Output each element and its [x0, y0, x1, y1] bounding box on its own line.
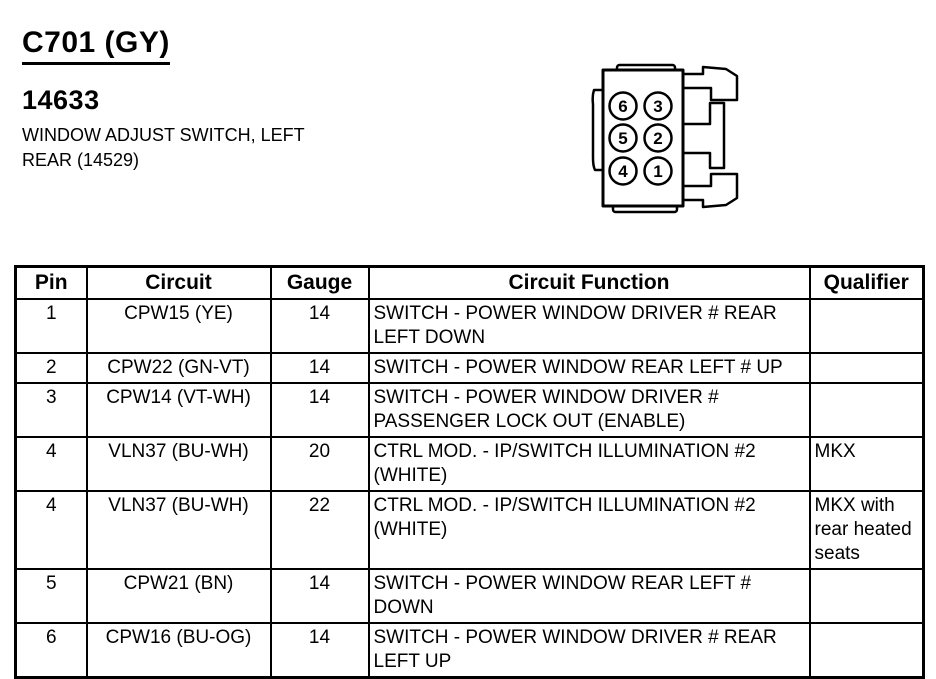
qualifier-cell: [808, 567, 925, 624]
circuit-function-cell: SWITCH - POWER WINDOW REAR LEFT # DOWN: [367, 567, 811, 624]
circuit-function-cell: SWITCH - POWER WINDOW DRIVER # REAR LEFT…: [367, 621, 811, 678]
circuit-cell: CPW21 (BN): [85, 567, 272, 624]
table-row: 1 CPW15 (YE) 14 SWITCH - POWER WINDOW DR…: [14, 297, 925, 354]
qualifier-cell: [808, 297, 925, 354]
circuit-function-cell: CTRL MOD. - IP/SWITCH ILLUMINATION #2 (W…: [367, 435, 811, 492]
pin-number-2: 2: [653, 129, 662, 148]
connector-latch-center: [681, 101, 726, 170]
circuit-function-cell: CTRL MOD. - IP/SWITCH ILLUMINATION #2 (W…: [367, 489, 811, 570]
pin-cell: 5: [14, 567, 88, 624]
qualifier-cell: [808, 351, 925, 384]
connector-rear-strip: [591, 88, 605, 172]
pin-cavity-5: [608, 123, 638, 153]
gauge-cell: 14: [269, 297, 370, 354]
table-row: 3 CPW14 (VT-WH) 14 SWITCH - POWER WINDOW…: [14, 381, 925, 438]
gauge-cell: 14: [269, 567, 370, 624]
circuit-cell: VLN37 (BU-WH): [85, 435, 272, 492]
pin-number-4: 4: [618, 162, 628, 181]
column-header-gauge: Gauge: [269, 265, 370, 300]
pin-cavity-2: [643, 123, 673, 153]
circuit-cell: VLN37 (BU-WH): [85, 489, 272, 570]
table-header-row: Pin Circuit Gauge Circuit Function Quali…: [14, 265, 925, 300]
gauge-cell: 14: [269, 621, 370, 678]
table-row: 6 CPW16 (BU-OG) 14 SWITCH - POWER WINDOW…: [14, 621, 925, 678]
gauge-cell: 22: [269, 489, 370, 570]
pin-number-5: 5: [618, 129, 627, 148]
pin-number-1: 1: [653, 162, 662, 181]
gauge-cell: 14: [269, 351, 370, 384]
connector-face-diagram: 6 3 5 2 4 1: [591, 63, 739, 214]
pin-cavity-3: [643, 91, 673, 121]
pin-cavity-6: [608, 91, 638, 121]
circuit-function-cell: SWITCH - POWER WINDOW DRIVER # PASSENGER…: [367, 381, 811, 438]
connector-description: WINDOW ADJUST SWITCH, LEFT REAR (14529): [22, 125, 305, 170]
column-header-qualifier: Qualifier: [808, 265, 925, 300]
connector-latch-bottom: [681, 172, 739, 209]
pin-cell: 1: [14, 297, 88, 354]
qualifier-cell: MKX with rear heated seats: [808, 489, 925, 570]
page-header: C701 (GY) 14633 WINDOW ADJUST SWITCH, LE…: [22, 26, 305, 173]
part-number: 14633: [22, 85, 100, 115]
pinout-table: Pin Circuit Gauge Circuit Function Quali…: [14, 265, 925, 679]
qualifier-cell: MKX: [808, 435, 925, 492]
circuit-cell: CPW16 (BU-OG): [85, 621, 272, 678]
circuit-function-cell: SWITCH - POWER WINDOW DRIVER # REAR LEFT…: [367, 297, 811, 354]
connector-id-title: C701 (GY): [22, 26, 305, 65]
table-row: 2 CPW22 (GN-VT) 14 SWITCH - POWER WINDOW…: [14, 351, 925, 384]
gauge-cell: 14: [269, 381, 370, 438]
circuit-cell: CPW14 (VT-WH): [85, 381, 272, 438]
pin-cell: 2: [14, 351, 88, 384]
connector-id: C701 (GY): [22, 26, 170, 65]
pin-cell: 3: [14, 381, 88, 438]
column-header-circuit: Circuit: [85, 265, 272, 300]
column-header-pin: Pin: [14, 265, 88, 300]
pin-cell: 4: [14, 435, 88, 492]
pin-cell: 4: [14, 489, 88, 570]
connector-latch-top: [681, 65, 739, 102]
circuit-function-cell: SWITCH - POWER WINDOW REAR LEFT # UP: [367, 351, 811, 384]
pin-cavity-1: [643, 156, 673, 186]
pin-number-3: 3: [653, 97, 662, 116]
table-row: 4 VLN37 (BU-WH) 22 CTRL MOD. - IP/SWITCH…: [14, 489, 925, 570]
circuit-cell: CPW22 (GN-VT): [85, 351, 272, 384]
gauge-cell: 20: [269, 435, 370, 492]
pin-number-6: 6: [618, 97, 627, 116]
table-row: 4 VLN37 (BU-WH) 20 CTRL MOD. - IP/SWITCH…: [14, 435, 925, 492]
qualifier-cell: [808, 381, 925, 438]
qualifier-cell: [808, 621, 925, 678]
pin-cavity-4: [608, 156, 638, 186]
pin-cell: 6: [14, 621, 88, 678]
table-row: 5 CPW21 (BN) 14 SWITCH - POWER WINDOW RE…: [14, 567, 925, 624]
column-header-circuit-function: Circuit Function: [367, 265, 811, 300]
circuit-cell: CPW15 (YE): [85, 297, 272, 354]
